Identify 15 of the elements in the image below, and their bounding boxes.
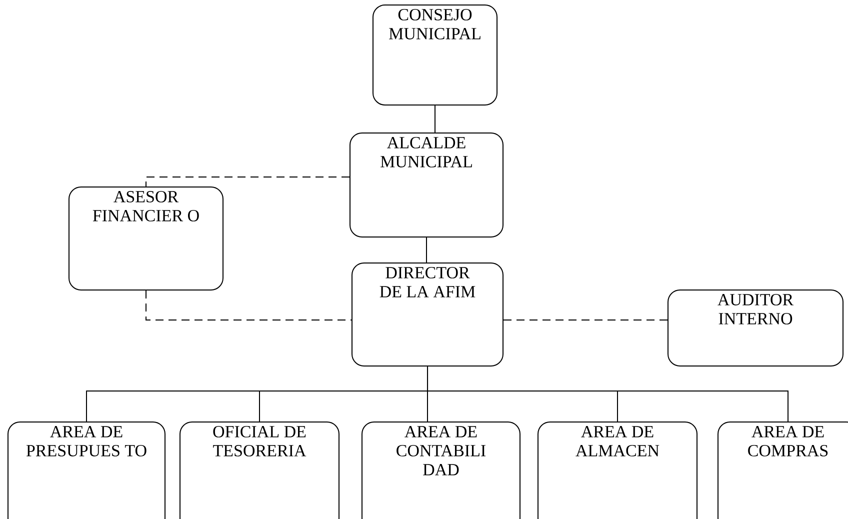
org-box: CONSEJO MUNICIPAL [372, 4, 498, 106]
connector-line [434, 105, 436, 133]
org-box: AREA DE PRESUPUES TO [8, 422, 166, 519]
connector-line [426, 237, 427, 263]
connector-line [146, 176, 350, 187]
org-box: AREA DE ALMACEN [538, 422, 698, 519]
org-box: ALCALDE MUNICIPAL [350, 132, 504, 238]
org-box: AUDITOR INTERNO [668, 290, 844, 366]
org-box: DIRECTOR DE LA AFIM [352, 262, 504, 366]
connector-line [146, 290, 352, 320]
connector-line [427, 366, 788, 422]
org-box: AREA DE COMPRAS [718, 422, 848, 519]
org-box: OFICIAL DE TESORERIA [180, 422, 340, 519]
org-box: ASESOR FINANCIER O [68, 186, 224, 290]
org-box: AREA DE CONTABILI DAD [362, 422, 520, 519]
